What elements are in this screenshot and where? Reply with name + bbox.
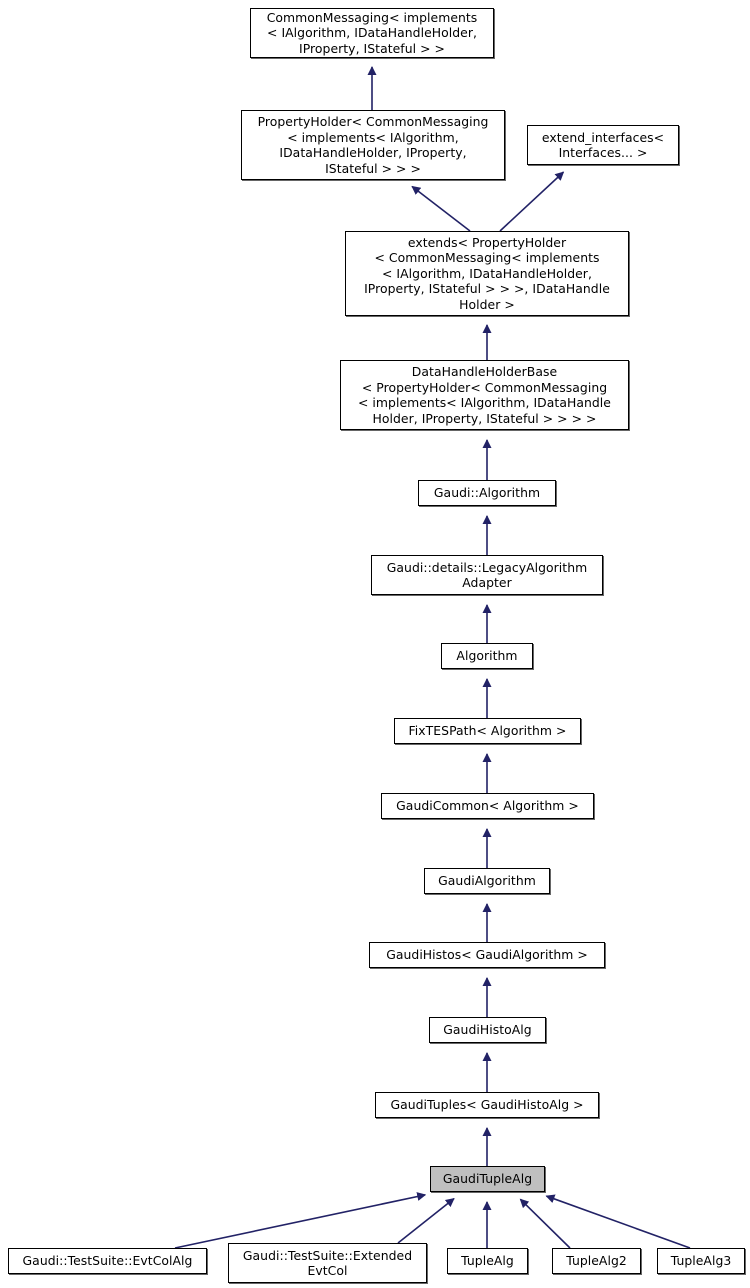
class-node-label: Gaudi::Algorithm (433, 485, 541, 501)
class-node-datahandleholderbase[interactable]: DataHandleHolderBase < PropertyHolder< C… (340, 360, 629, 430)
class-node-label: CommonMessaging< implements < IAlgorithm… (266, 9, 478, 56)
class-node-algorithm[interactable]: Algorithm (441, 643, 533, 669)
class-node-label: extends< PropertyHolder < CommonMessagin… (364, 234, 610, 312)
inheritance-edge (397, 1197, 455, 1244)
class-node-gaudihistoalg[interactable]: GaudiHistoAlg (429, 1017, 546, 1043)
class-node-label: TupleAlg3 (670, 1253, 732, 1269)
class-node-label: DataHandleHolderBase < PropertyHolder< C… (358, 364, 611, 426)
inheritance-edge (545, 1194, 691, 1249)
class-node-label: GaudiCommon< Algorithm > (396, 798, 579, 814)
class-node-label: Algorithm (456, 648, 518, 664)
class-node-label: TupleAlg (461, 1253, 514, 1269)
class-node-tuplealg[interactable]: TupleAlg (447, 1248, 528, 1274)
class-node-label: GaudiAlgorithm (438, 873, 536, 889)
class-node-label: Gaudi::TestSuite::Extended EvtCol (242, 1247, 413, 1279)
class-node-evtcolalg[interactable]: Gaudi::TestSuite::EvtColAlg (8, 1248, 207, 1274)
class-node-label: GaudiTupleAlg (442, 1171, 533, 1187)
class-node-label: GaudiTuples< GaudiHistoAlg > (390, 1097, 584, 1113)
class-node-extendedevtcol[interactable]: Gaudi::TestSuite::Extended EvtCol (228, 1243, 427, 1283)
class-node-label: GaudiHistoAlg (443, 1022, 532, 1038)
class-node-gaudituplealg[interactable]: GaudiTupleAlg (430, 1166, 545, 1192)
inheritance-edge (519, 1198, 571, 1249)
class-node-tuplealg3[interactable]: TupleAlg3 (657, 1248, 745, 1274)
class-node-label: extend_interfaces< Interfaces... > (541, 129, 665, 161)
class-node-property-holder[interactable]: PropertyHolder< CommonMessaging < implem… (241, 110, 505, 180)
class-node-extends[interactable]: extends< PropertyHolder < CommonMessagin… (345, 231, 629, 316)
class-node-label: GaudiHistos< GaudiAlgorithm > (386, 947, 588, 963)
class-node-gaudicommon[interactable]: GaudiCommon< Algorithm > (381, 793, 594, 819)
class-node-tuplealg2[interactable]: TupleAlg2 (552, 1248, 641, 1274)
class-node-legacy-algorithm-adapter[interactable]: Gaudi::details::LegacyAlgorithm Adapter (371, 555, 603, 595)
class-node-label: Gaudi::details::LegacyAlgorithm Adapter (386, 559, 588, 591)
class-node-common-messaging[interactable]: CommonMessaging< implements < IAlgorithm… (250, 8, 494, 58)
class-node-fixtespath[interactable]: FixTESPath< Algorithm > (394, 718, 581, 744)
inheritance-edge (411, 185, 471, 232)
class-node-gaudihistos[interactable]: GaudiHistos< GaudiAlgorithm > (369, 942, 605, 968)
inheritance-edge (499, 171, 565, 232)
inheritance-edge (174, 1192, 427, 1249)
class-node-label: FixTESPath< Algorithm > (408, 723, 567, 739)
class-node-label: TupleAlg2 (566, 1253, 627, 1269)
class-node-label: Gaudi::TestSuite::EvtColAlg (22, 1253, 193, 1269)
class-node-gaudi-algorithm-ns[interactable]: Gaudi::Algorithm (418, 480, 556, 506)
class-node-gaudituples[interactable]: GaudiTuples< GaudiHistoAlg > (375, 1092, 599, 1118)
class-node-extend-interfaces[interactable]: extend_interfaces< Interfaces... > (527, 125, 679, 165)
class-node-label: PropertyHolder< CommonMessaging < implem… (257, 114, 489, 176)
class-node-gaudialgorithm[interactable]: GaudiAlgorithm (424, 868, 550, 894)
